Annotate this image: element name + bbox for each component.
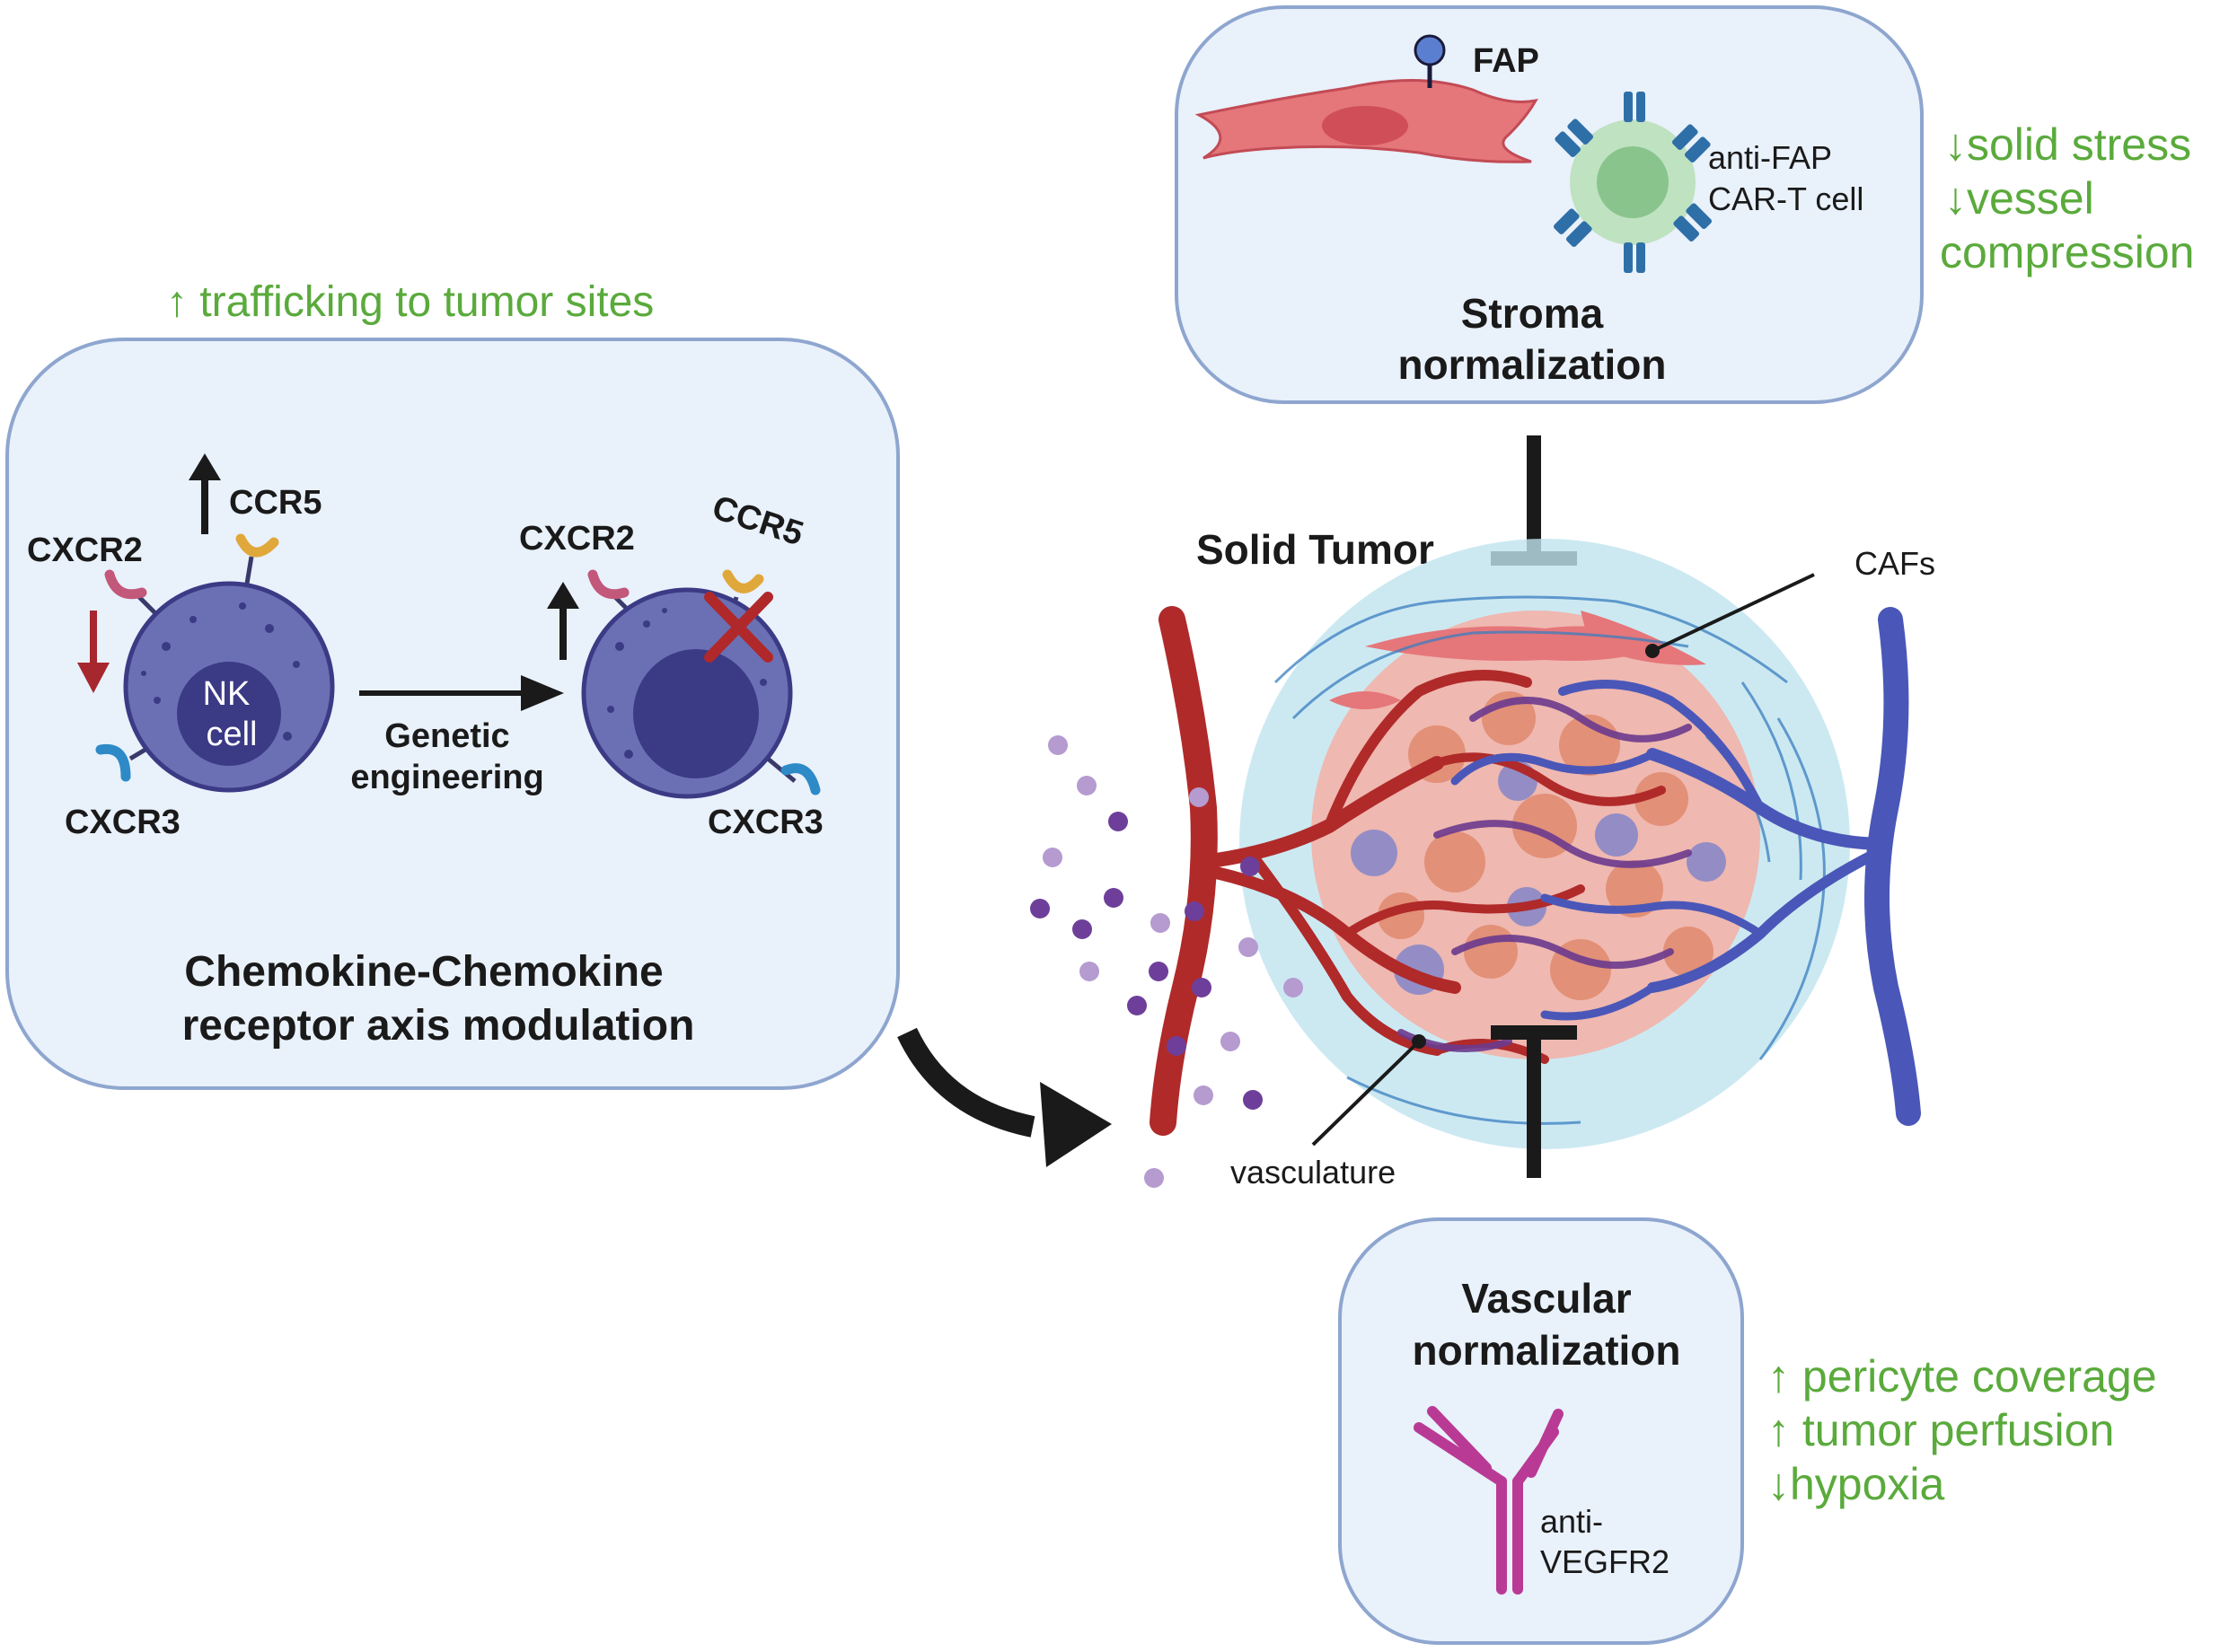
stroma-title-1: Stroma <box>1461 290 1604 337</box>
cxcr3-label-left: CXCR3 <box>65 804 181 841</box>
stroma-effect-3: compression <box>1940 227 2194 277</box>
ccr5-receptor-icon <box>235 533 279 558</box>
ccr5-receptor-right-icon <box>722 569 764 593</box>
chemokine-header: ↑ trafficking to tumor sites <box>166 278 654 326</box>
stroma-panel: FAP anti-FAP CAR-T cell Stroma no <box>1175 5 1924 404</box>
stroma-effect-2: ↓vessel <box>1944 173 2094 224</box>
genetic-engineering-label-1: Genetic <box>384 717 509 755</box>
vascular-panel-box <box>1338 1217 1744 1645</box>
vascular-inhibition-icon <box>1491 1025 1577 1178</box>
stroma-effect-1: ↓solid stress <box>1944 119 2191 170</box>
vascular-title-1: Vascular <box>1461 1275 1631 1322</box>
cafs-label: CAFs <box>1854 545 1935 582</box>
cxcr2-down-arrow-icon <box>77 611 110 693</box>
fap-label: FAP <box>1473 42 1539 80</box>
solid-tumor-title: Solid Tumor <box>1196 526 1434 573</box>
vascular-title-2: normalization <box>1412 1327 1680 1374</box>
engineered-cell-nucleus <box>633 649 759 778</box>
antibody-label-1: anti- <box>1540 1503 1603 1540</box>
stroma-title-2: normalization <box>1397 341 1666 388</box>
ccr5-label-left: CCR5 <box>229 484 322 522</box>
nk-cell-label-2: cell <box>206 716 257 753</box>
cxcr3-label-right: CXCR3 <box>708 804 824 841</box>
nk-cell-label-1: NK <box>203 675 251 713</box>
nk-cell-nucleus <box>177 662 281 766</box>
knockout-x-icon <box>704 592 773 663</box>
chemokine-panel: ↑ trafficking to tumor sites NK cell CXC… <box>5 278 900 1090</box>
curved-arrow-icon <box>897 1027 1112 1167</box>
car-t-cell-icon <box>1553 92 1713 273</box>
cxcr2-up-arrow-icon <box>547 582 579 660</box>
car-t-label-1: anti-FAP <box>1708 139 1832 176</box>
fap-marker-icon <box>1414 34 1446 66</box>
vascular-panel: Vascular normalization anti- VEGFR2 <box>1338 1217 1744 1645</box>
cxcr2-receptor-icon <box>104 569 147 600</box>
chemokine-title-2: receptor axis modulation <box>182 1002 695 1050</box>
cxcr2-label-left: CXCR2 <box>27 532 143 569</box>
genetic-engineering-arrow-icon <box>359 675 564 711</box>
nk-cell-left: NK cell CXCR2 CCR5 CXCR3 <box>27 453 335 841</box>
vascular-effect-1: ↑ pericyte coverage <box>1767 1351 2157 1402</box>
antibody-label-2: VEGFR2 <box>1540 1543 1669 1580</box>
vascular-effect-3: ↓hypoxia <box>1767 1459 1945 1509</box>
ccr5-up-arrow-icon <box>189 453 221 534</box>
cxcr2-receptor-right-icon <box>587 569 630 600</box>
vein <box>1450 607 1921 1126</box>
vasculature-callout-line <box>1311 1040 1421 1147</box>
chemokine-dots <box>1030 735 1303 1188</box>
chemokine-panel-box <box>5 338 900 1090</box>
cxcr2-label-right: CXCR2 <box>519 520 635 558</box>
car-t-label-2: CAR-T cell <box>1708 180 1863 217</box>
cafs-callout-line <box>1652 573 1815 653</box>
cxcr3-receptor-icon <box>95 743 131 782</box>
cxcr3-receptor-right-icon <box>780 763 821 795</box>
vascular-effect-2: ↑ tumor perfusion <box>1767 1405 2114 1455</box>
genetic-engineering-label-2: engineering <box>350 759 543 796</box>
chemokine-title-1: Chemokine-Chemokine <box>184 948 663 996</box>
antibody-icon <box>1414 1406 1564 1595</box>
solid-tumor-illustration: Solid Tumor <box>1030 526 1935 1191</box>
vasculature-label: vasculature <box>1230 1154 1396 1191</box>
